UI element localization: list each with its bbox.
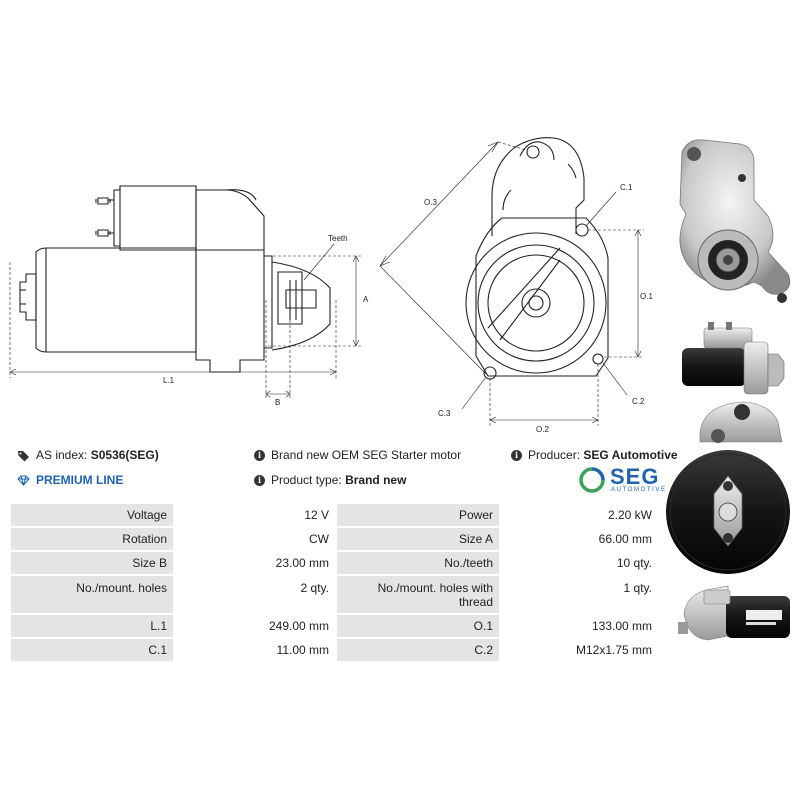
spec-value: 2.20 kW [501,504,658,526]
diamond-icon [17,475,30,487]
label-o2: O.2 [536,425,549,434]
as-index-label: AS index: [36,448,88,462]
spec-value: 23.00 mm [175,552,335,574]
technical-drawing: Teeth A L.1 B O.3 [9,137,653,434]
table-row: Rotation CW Size A 66.00 mm [11,528,658,550]
spec-key: Size B [11,552,173,574]
spec-value: 66.00 mm [501,528,658,550]
label-size-b: B [275,398,280,407]
table-row: No./mount. holes 2 qty. No./mount. holes… [11,576,658,613]
spec-key: Voltage [11,504,173,526]
table-row: L.1 249.00 mm O.1 133.00 mm [11,615,658,637]
photo-side-view [682,322,785,395]
spec-value: 133.00 mm [501,615,658,637]
spec-value: CW [175,528,335,550]
spec-key: Rotation [11,528,173,550]
spec-value: 11.00 mm [175,639,335,661]
table-row: Size B 23.00 mm No./teeth 10 qty. [11,552,658,574]
spec-value: 249.00 mm [175,615,335,637]
label-o3-top: O.3 [424,198,437,207]
producer-value: SEG Automotive [583,448,678,462]
product-photos [666,139,791,641]
product-type-value: Brand new [345,473,407,487]
seg-logo-mark [579,467,605,493]
seg-automotive-logo: SEG AUTOMOTIVE [578,466,668,494]
table-row: C.1 11.00 mm C.2 M12x1.75 mm [11,639,658,661]
product-type-label: Product type: [271,473,342,487]
label-o1: O.1 [640,292,653,301]
description-text: Brand new OEM SEG Starter motor [271,448,462,462]
spec-value: 1 qty. [501,576,658,613]
spec-table: Voltage 12 V Power 2.20 kW Rotation CW S… [9,502,660,663]
spec-key: No./mount. holes [11,576,173,613]
spec-key: Power [337,504,499,526]
spec-value: 10 qty. [501,552,658,574]
producer-label: Producer: [528,448,581,462]
as-index-value: S0536(SEG) [90,448,159,462]
label-teeth: Teeth [328,234,348,243]
spec-key: L.1 [11,615,173,637]
label-c3: C.3 [438,409,451,418]
spec-key: Size A [337,528,499,550]
as-index: AS index: S0536(SEG) [17,448,159,462]
seg-logo-word: SEG [610,464,660,489]
spec-key: No./mount. holes with thread [337,576,499,613]
spec-key: C.1 [11,639,173,661]
front-view-drawing [465,137,609,380]
premium-line-label: PREMIUM LINE [36,473,124,487]
spec-key: O.1 [337,615,499,637]
info-icon: i [254,475,265,487]
spec-key: No./teeth [337,552,499,574]
spec-value: 2 qty. [175,576,335,613]
spec-key: C.2 [337,639,499,661]
label-size-a: A [363,295,369,304]
spec-value: 12 V [175,504,335,526]
premium-line-badge: PREMIUM LINE [17,473,123,487]
side-view-drawing [19,185,331,373]
label-c1: C.1 [620,183,633,192]
photo-angled-view [678,585,790,641]
photo-front-view [679,139,791,303]
seg-logo-sub: AUTOMOTIVE [611,487,667,493]
description: i Brand new OEM SEG Starter motor [254,448,461,462]
photo-rear-view [666,401,790,574]
label-c2: C.2 [632,397,645,406]
table-row: Voltage 12 V Power 2.20 kW [11,504,658,526]
tag-icon [18,450,29,462]
info-icon: i [254,450,265,462]
producer: i Producer: SEG Automotive [511,448,678,462]
label-l1: L.1 [163,376,175,385]
product-type: i Product type: Brand new [254,473,406,487]
spec-value: M12x1.75 mm [501,639,658,661]
info-icon: i [511,450,522,462]
